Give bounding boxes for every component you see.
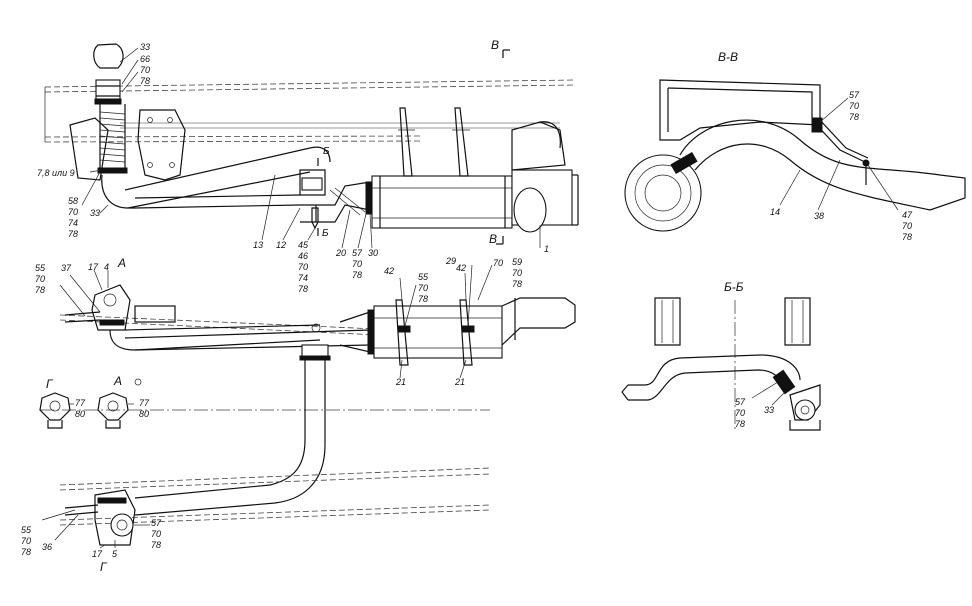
callout-42: 42 [384, 266, 395, 276]
callout-55: 55 [21, 525, 32, 535]
callout-57: 57 [151, 518, 162, 528]
callout-21: 21 [396, 377, 407, 387]
callout-66: 66 [140, 54, 151, 64]
cut-label-v-bottom: В [489, 232, 498, 246]
callout-42: 42 [456, 263, 467, 273]
leader-lines [41, 47, 899, 549]
cut-label-b-bottom: Б [322, 228, 329, 239]
callout-29: 29 [446, 256, 457, 266]
callout-14: 14 [770, 207, 781, 217]
callout-78: 78 [140, 76, 151, 86]
callout-78: 78 [68, 229, 79, 239]
cut-marks [317, 49, 510, 245]
callout-33: 33 [764, 405, 775, 415]
callout-47: 47 [902, 210, 913, 220]
flex-pipe-top [93, 43, 135, 209]
callout-70: 70 [151, 529, 162, 539]
callout-57: 57 [735, 397, 746, 407]
callout-77: 77 [75, 398, 86, 408]
callout-78: 78 [735, 419, 746, 429]
callout-80: 80 [139, 409, 150, 419]
cut-label-v-top: В [491, 38, 500, 52]
callout-70: 70 [493, 258, 504, 268]
callout-78: 78 [35, 285, 46, 295]
callout-70: 70 [352, 259, 363, 269]
callout-70: 70 [298, 262, 309, 272]
bracket-plate [69, 109, 186, 181]
callout-57: 57 [849, 90, 860, 100]
callout-78: 78 [849, 112, 860, 122]
callout-78: 78 [352, 270, 363, 280]
callout-33: 33 [140, 42, 151, 52]
callout-7-8-or-9: 7,8 или 9 [37, 168, 75, 178]
section-title-v-v: В-В [718, 50, 739, 64]
callout-4: 4 [104, 262, 110, 272]
muffler-plan [339, 297, 576, 366]
manifold-plan [64, 284, 176, 331]
cut-label-b-top: Б [323, 146, 330, 157]
callout-78: 78 [151, 540, 162, 550]
callout-30: 30 [368, 248, 379, 258]
small-view-a [97, 378, 142, 429]
callout-70: 70 [418, 283, 429, 293]
callout-5: 5 [112, 549, 118, 559]
callout-20: 20 [336, 248, 347, 258]
callout-55: 55 [418, 272, 429, 282]
callout-55: 55 [35, 263, 46, 273]
callout-78: 78 [298, 284, 309, 294]
muffler-top [371, 107, 513, 229]
view-arrow-a: А [118, 256, 127, 270]
callout-45: 45 [298, 240, 309, 250]
callout-59: 59 [512, 257, 523, 267]
callout-46: 46 [298, 251, 309, 261]
section-title-b-b: Б-Б [724, 280, 744, 294]
callout-70: 70 [849, 101, 860, 111]
callout-12: 12 [276, 240, 287, 250]
view-label-g: Г [46, 377, 53, 391]
callout-77: 77 [139, 398, 150, 408]
callout-78: 78 [418, 294, 429, 304]
view-label-a: А [114, 374, 123, 388]
callout-70: 70 [735, 408, 746, 418]
callout-57: 57 [352, 248, 363, 258]
section-v-v [624, 79, 966, 232]
callout-80: 80 [75, 409, 86, 419]
view-arrow-g: Г [100, 560, 107, 574]
callout-78: 78 [512, 279, 523, 289]
section-b-b [621, 297, 821, 431]
callout-1: 1 [544, 244, 550, 254]
callout-74: 74 [298, 273, 309, 283]
callout-17: 17 [88, 262, 99, 272]
callout-78: 78 [21, 547, 32, 557]
frame-rail-top [44, 79, 576, 143]
bottom-manifold [64, 489, 136, 546]
downpipe [134, 344, 331, 516]
callout-70: 70 [68, 207, 79, 217]
callout-13: 13 [253, 240, 264, 250]
callout-78: 78 [902, 232, 913, 242]
callout-70: 70 [35, 274, 46, 284]
callout-70: 70 [140, 65, 151, 75]
callout-38: 38 [814, 211, 825, 221]
pipes-plan [109, 323, 371, 351]
callout-74: 74 [68, 218, 79, 228]
callout-70: 70 [21, 536, 32, 546]
elbow-b [299, 169, 373, 230]
callout-37: 37 [61, 263, 72, 273]
callout-70: 70 [902, 221, 913, 231]
pipe-13 [124, 146, 331, 209]
callout-33: 33 [90, 208, 101, 218]
callout-21: 21 [455, 377, 466, 387]
callout-17: 17 [92, 549, 103, 559]
callout-70: 70 [512, 268, 523, 278]
callout-36: 36 [42, 542, 53, 552]
callout-58: 58 [68, 196, 79, 206]
air-cleaner [511, 121, 579, 233]
small-view-g [39, 392, 71, 429]
